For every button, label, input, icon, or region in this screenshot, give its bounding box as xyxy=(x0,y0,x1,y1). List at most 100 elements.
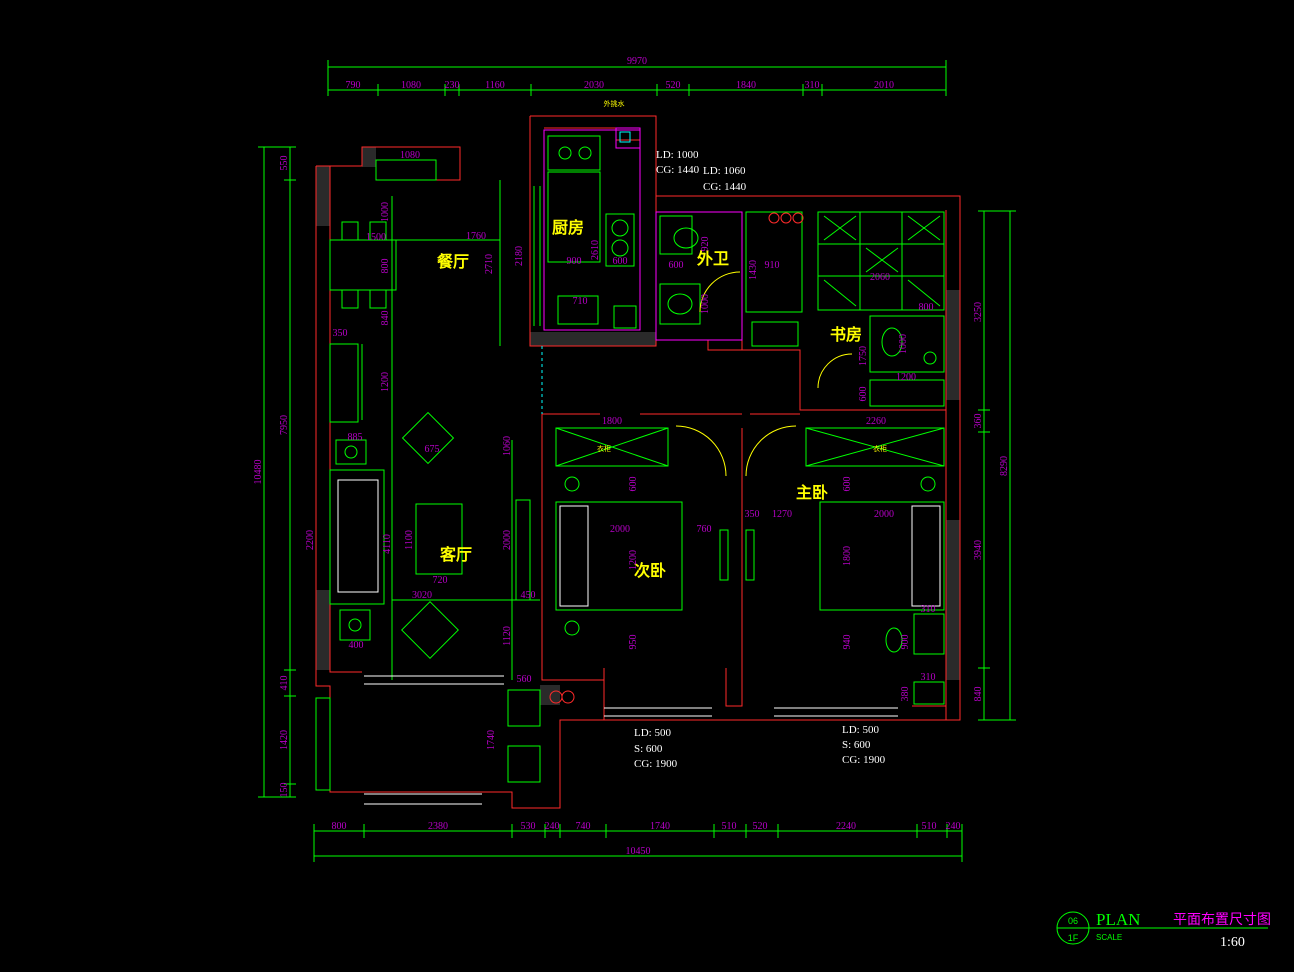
tatami-platform xyxy=(817,211,945,311)
dim-kitchen-710: 710 xyxy=(573,296,588,307)
dim-dining-1000: 1000 xyxy=(380,202,391,222)
dim-living-1100: 1100 xyxy=(404,530,415,550)
chair-icon xyxy=(885,627,903,653)
title-plan: PLAN xyxy=(1096,910,1140,929)
wall-hatch xyxy=(316,590,330,670)
bottom-dimension-lines: 10450 800 2380 530 240 740 1740 510 520 … xyxy=(313,821,963,862)
dim-study-1000: 1000 xyxy=(898,334,909,354)
dim-top-3: 230 xyxy=(445,80,460,91)
walls xyxy=(315,115,961,809)
dim-left-total: 10480 xyxy=(253,460,264,485)
dim-master-2000: 2000 xyxy=(874,509,894,520)
desk xyxy=(869,315,945,373)
study-area: 书房 2060 800 1000 1750 600 1200 xyxy=(817,211,945,407)
dim-bottom-1: 800 xyxy=(332,821,347,832)
dim-bath-910: 910 xyxy=(765,260,780,271)
dim-balcony-1740: 1740 xyxy=(486,730,497,750)
coffee-table xyxy=(415,503,463,575)
title-number-top: 06 xyxy=(1068,916,1078,926)
dim-second-950: 950 xyxy=(628,635,639,650)
second-bedroom-area: 次卧 衣柜 1800 600 2000 760 1200 950 LD: 500… xyxy=(555,416,729,770)
room-label-dining: 餐厅 xyxy=(436,252,469,271)
dim-top-total: 9970 xyxy=(627,56,647,67)
cabinet xyxy=(375,159,437,181)
dim-bottom-5: 740 xyxy=(576,821,591,832)
dim-study-1200: 1200 xyxy=(896,372,916,383)
dim-left-1: 550 xyxy=(279,156,290,171)
dim-bath-920: 920 xyxy=(700,237,711,252)
room-label-bath: 外卫 xyxy=(696,249,729,268)
dining-area: 餐厅 1080 1000 1500 800 840 1760 2710 xyxy=(329,150,501,680)
dim-left-4: 1420 xyxy=(279,730,290,750)
dining-table xyxy=(329,239,397,291)
dim-right-2: 360 xyxy=(973,414,984,429)
dim-living-720: 720 xyxy=(433,575,448,586)
note-kitchen-ld: LD: 1000 xyxy=(656,149,699,161)
dim-bottom-7: 510 xyxy=(722,821,737,832)
chair-icon xyxy=(881,327,903,357)
dim-top-8: 310 xyxy=(805,80,820,91)
dim-master-1270: 1270 xyxy=(772,509,792,520)
room-label-kitchen: 厨房 xyxy=(552,218,584,237)
dim-living-4110: 4110 xyxy=(382,534,393,554)
bathroom-area: 外卫 LD: 1060 CG: 1440 600 920 1000 910 14… xyxy=(655,165,804,347)
tatami-hatch-pattern xyxy=(818,212,944,310)
room-label-master-bedroom: 主卧 xyxy=(796,483,828,502)
armchair xyxy=(401,411,455,465)
dim-master-310: 310 xyxy=(921,604,936,615)
room-label-living: 客厅 xyxy=(440,545,472,564)
note-kitchen-cg: CG: 1440 xyxy=(656,164,700,176)
dim-master-380: 380 xyxy=(900,687,911,702)
kitchen-area: 厨房 900 2610 600 710 2180 外挑水 LD: 1000 CG… xyxy=(514,99,700,331)
dim-master-600: 600 xyxy=(842,477,853,492)
dim-bottom-2: 2380 xyxy=(428,821,448,832)
dim-kitchen-2610: 2610 xyxy=(590,240,601,260)
dim-dining-840: 840 xyxy=(380,311,391,326)
bed xyxy=(555,501,683,611)
living-area: 客厅 350 1200 885 675 1060 2000 1100 720 4… xyxy=(329,328,543,685)
balcony-area: 560 1740 xyxy=(315,674,575,805)
dim-kitchen-900: 900 xyxy=(567,256,582,267)
dim-top-2: 1080 xyxy=(401,80,421,91)
title-block: 06 1F PLAN SCALE 平面布置尺寸图 1:60 xyxy=(1056,910,1271,950)
label-wardrobe-2: 衣柜 xyxy=(873,444,887,453)
note-second-cg: CG: 1900 xyxy=(634,758,678,770)
dim-top-7: 1840 xyxy=(736,80,756,91)
dim-living-3020: 3020 xyxy=(412,590,432,601)
title-scale-word: SCALE xyxy=(1096,933,1122,942)
bed xyxy=(819,501,945,611)
dim-right-4: 840 xyxy=(973,687,984,702)
dim-master-940: 940 xyxy=(842,635,853,650)
dryer-icon xyxy=(507,745,541,783)
dim-bottom-3: 530 xyxy=(521,821,536,832)
wall-hatch xyxy=(946,290,960,400)
dim-bottom-9: 2240 xyxy=(836,821,856,832)
title-chinese: 平面布置尺寸图 xyxy=(1173,912,1271,928)
dim-second-760: 760 xyxy=(697,524,712,535)
dim-left-inner: 2200 xyxy=(305,530,316,550)
room-label-second-bedroom: 次卧 xyxy=(634,561,666,580)
dim-study-600: 600 xyxy=(858,387,869,402)
dim-second-1200: 1200 xyxy=(628,550,639,570)
dim-bottom-6: 1740 xyxy=(650,821,670,832)
sofa xyxy=(329,469,385,605)
dresser xyxy=(913,613,945,655)
note-master-s: S: 600 xyxy=(842,739,871,751)
dim-bath-600: 600 xyxy=(669,260,684,271)
left-dimension-lines: 10480 550 7950 410 1420 150 2200 xyxy=(253,146,317,798)
dim-dining-1080: 1080 xyxy=(400,150,420,161)
dim-left-5: 150 xyxy=(279,783,290,798)
note-bath-ld: LD: 1060 xyxy=(703,165,746,177)
master-bedroom-area: 主卧 衣柜 2260 600 350 1270 2000 1800 940 90… xyxy=(745,416,945,766)
title-number-bottom: 1F xyxy=(1068,933,1079,943)
dim-bath-1000: 1000 xyxy=(700,294,711,314)
wall-hatch xyxy=(530,332,656,346)
dim-left-2: 7950 xyxy=(279,415,290,435)
note-second-s: S: 600 xyxy=(634,743,663,755)
shower-icon xyxy=(745,211,803,313)
wall-hatch xyxy=(946,520,960,680)
note-master-ld: LD: 500 xyxy=(842,724,879,736)
note-second-ld: LD: 500 xyxy=(634,727,671,739)
note-bath-cg: CG: 1440 xyxy=(703,181,747,193)
